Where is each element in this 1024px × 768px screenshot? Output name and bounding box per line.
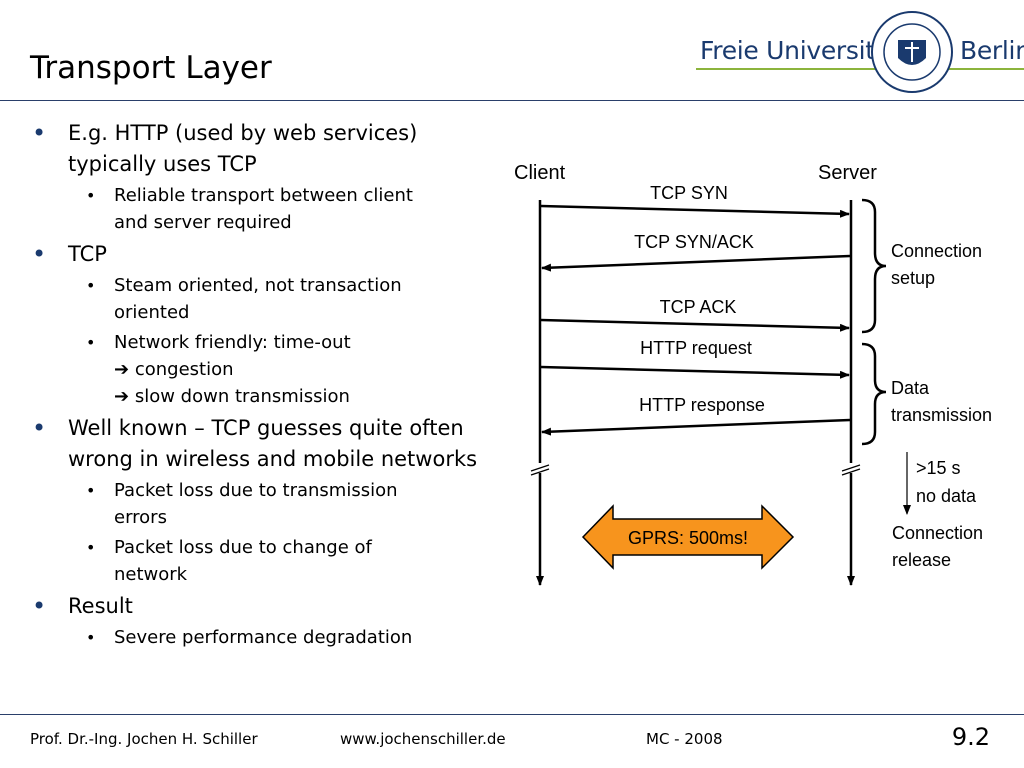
phase-data-line1: Data [891, 378, 930, 398]
server-label: Server [818, 162, 877, 184]
sub-bullet-text: oriented [114, 302, 190, 323]
university-name: Freie Universität [700, 36, 900, 65]
page-number: 9.2 [951, 723, 990, 751]
sub-bullet: • Reliable transport between client and … [30, 182, 500, 236]
university-city: Berlin [960, 36, 1024, 65]
timeline-break-server [841, 463, 861, 476]
sub-bullet-text: Network friendly: time-out [114, 332, 351, 353]
slide-title: Transport Layer [30, 50, 272, 86]
bullet-text: Result [68, 594, 133, 618]
sub-bullet-text: Reliable transport between client [114, 185, 413, 206]
bullet-text: TCP [68, 242, 107, 266]
footer-divider [0, 714, 1024, 715]
bullet-tcp: • TCP [30, 239, 500, 270]
header-divider [0, 100, 1024, 101]
footer-author: Prof. Dr.-Ing. Jochen H. Schiller [30, 730, 258, 748]
sub-bullet-dot: • [86, 628, 96, 647]
sub-bullet: • Steam oriented, not transaction orient… [30, 272, 500, 326]
footer-url: www.jochenschiller.de [340, 730, 506, 748]
message-label: TCP SYN/ACK [634, 232, 754, 252]
message-arrow [540, 318, 850, 332]
setup-brace [861, 198, 887, 334]
message-label: HTTP response [639, 395, 765, 415]
bullet-list: • E.g. HTTP (used by web services) typic… [30, 118, 500, 654]
sub-bullet-text: network [114, 564, 188, 585]
sub-bullet-text: congestion [134, 359, 234, 380]
bullet-http: • E.g. HTTP (used by web services) typic… [30, 118, 500, 180]
bullet-text: E.g. HTTP (used by web services) typical… [68, 121, 418, 176]
sub-bullet-text: errors [114, 507, 167, 528]
sub-bullet-dot: • [86, 276, 96, 295]
footer-course: MC - 2008 [646, 730, 723, 748]
bullet-dot: • [32, 240, 47, 268]
sub-bullet-text: and server required [114, 212, 292, 233]
sub-bullet-text: Steam oriented, not transaction [114, 275, 402, 296]
sub-bullet-text: slow down transmission [134, 386, 350, 407]
sub-bullet-text: Severe performance degradation [114, 627, 413, 648]
message-label: TCP SYN [650, 183, 728, 203]
message-arrow [540, 204, 850, 218]
logo-underline [696, 68, 1024, 70]
bullet-well-known: • Well known – TCP guesses quite often w… [30, 413, 500, 475]
phase-release-line2: release [892, 550, 951, 570]
sub-bullet-text: Packet loss due to change of [114, 537, 372, 558]
message-arrow [541, 418, 851, 436]
bullet-text: Well known – TCP guesses quite often wro… [68, 416, 478, 471]
message-arrow [541, 254, 851, 272]
sub-bullet: • Packet loss due to transmission errors [30, 477, 500, 531]
timeline-break-client [530, 463, 550, 476]
sub-bullet: • Packet loss due to change of network [30, 534, 500, 588]
bullet-dot: • [32, 119, 47, 147]
phase-setup-line2: setup [891, 268, 935, 288]
bullet-dot: • [32, 414, 47, 442]
bullet-dot: • [32, 592, 47, 620]
message-arrow [540, 365, 850, 379]
phase-data-line2: transmission [891, 405, 992, 425]
sub-bullet-dot: • [86, 481, 96, 500]
idle-note-line2: no data [916, 486, 977, 506]
data-brace [861, 342, 887, 446]
client-label: Client [514, 162, 566, 184]
message-label: HTTP request [640, 338, 752, 358]
sub-bullet: • Severe performance degradation [30, 624, 500, 651]
phase-setup-line1: Connection [891, 241, 982, 261]
right-arrow-icon: ➔ [114, 359, 130, 380]
bullet-result: • Result [30, 591, 500, 622]
gprs-double-arrow [581, 504, 795, 570]
idle-note-line1: >15 s [916, 458, 961, 478]
sub-bullet-dot: • [86, 538, 96, 557]
gprs-label: GPRS: 500ms! [628, 528, 748, 548]
phase-release-line1: Connection [892, 523, 983, 543]
message-label: TCP ACK [660, 297, 737, 317]
sub-bullet-dot: • [86, 186, 96, 205]
sub-bullet-dot: • [86, 333, 96, 352]
right-arrow-icon: ➔ [114, 386, 130, 407]
sub-bullet-text: Packet loss due to transmission [114, 480, 398, 501]
sub-bullet: • Network friendly: time-out ➔ congestio… [30, 329, 500, 410]
